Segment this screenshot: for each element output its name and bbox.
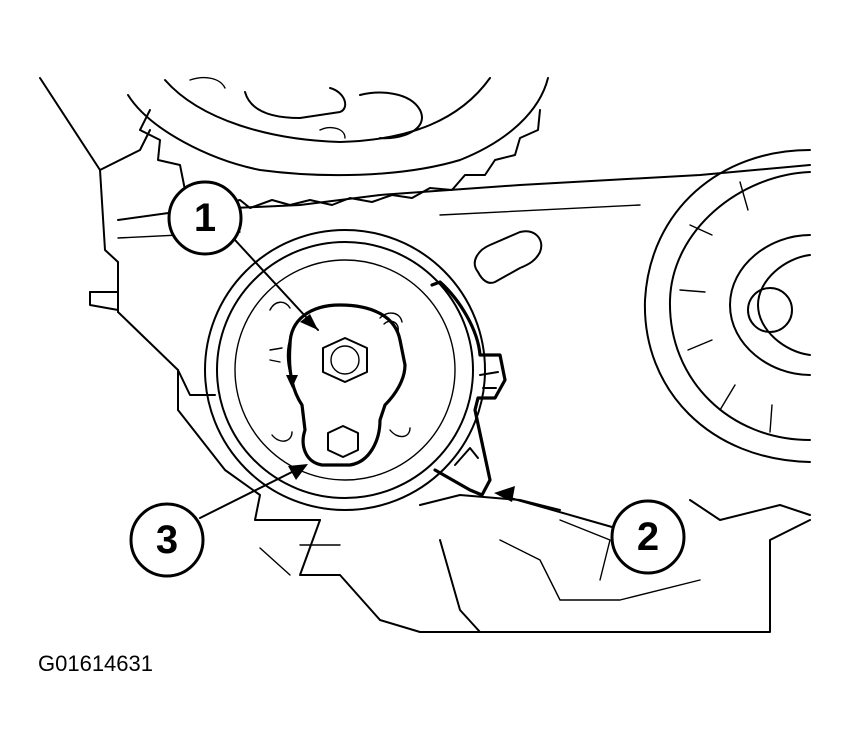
- callout-3-label: 3: [156, 518, 178, 562]
- block-slot: [473, 230, 543, 284]
- idler-pulley: [643, 149, 811, 463]
- callout-2: 2: [610, 499, 686, 575]
- callout-2-label: 2: [637, 515, 659, 559]
- cam-sprocket: [127, 76, 549, 209]
- lower-hex-bolt: [327, 425, 359, 458]
- tensioner-pulley: [204, 229, 486, 511]
- figure-code: G01614631: [38, 651, 153, 676]
- center-hex-bolt: [322, 337, 368, 383]
- tensioner-indicator-pointer: [430, 280, 507, 497]
- leader-lines: [199, 239, 613, 528]
- callout-3: 3: [129, 502, 205, 578]
- callout-1-label: 1: [194, 196, 216, 240]
- rotation-arrow-head: [286, 375, 298, 388]
- tensioner-bracket: [287, 303, 407, 467]
- callout-1: 1: [167, 180, 243, 256]
- rotation-arrow: [286, 317, 301, 381]
